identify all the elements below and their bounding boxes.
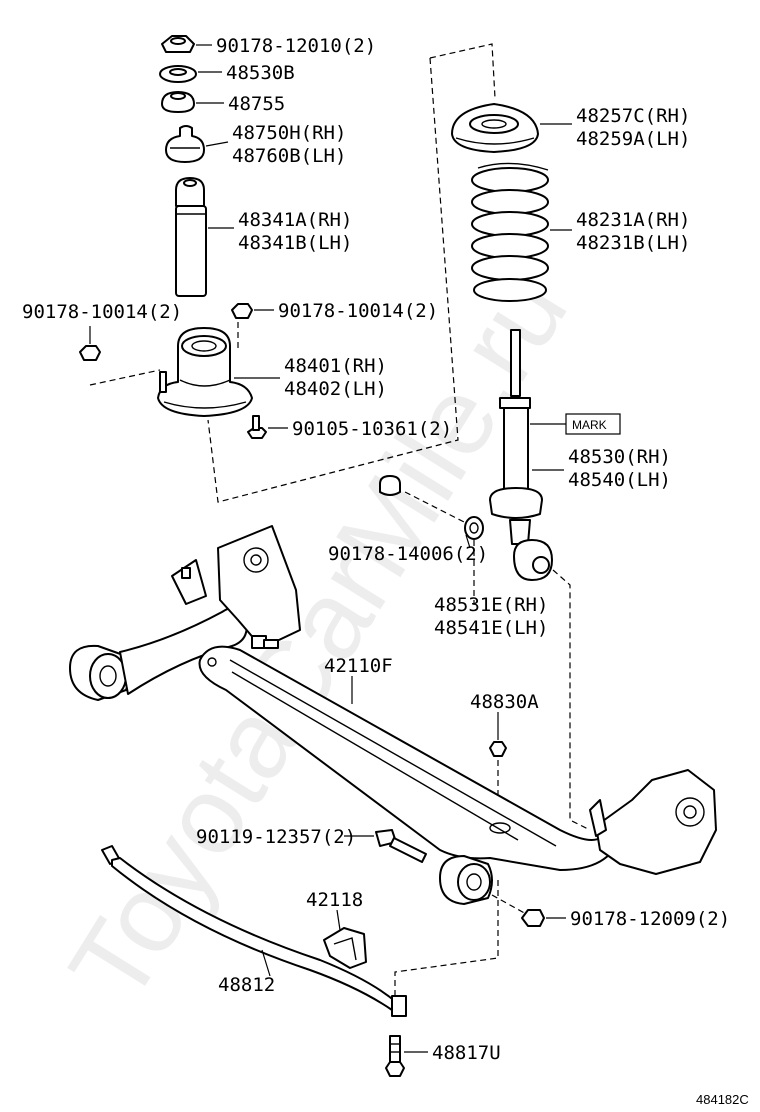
cushion-48755[interactable]	[161, 91, 195, 113]
spring-insulator-48257c[interactable]	[451, 103, 539, 153]
label-90119-12357: 90119-12357(2)	[196, 826, 356, 848]
coil-spring-48231[interactable]	[471, 162, 549, 302]
label-90178-12009: 90178-12009(2)	[570, 908, 730, 930]
bump-stopper-48341[interactable]	[175, 177, 207, 297]
label-48530b: 48530B	[226, 62, 295, 84]
label-48531e: 48531E(RH)	[434, 594, 548, 616]
label-48541e: 48541E(LH)	[434, 617, 548, 639]
nut-90178-14006[interactable]	[379, 475, 401, 496]
bracket-42118[interactable]	[323, 927, 367, 969]
label-48259a: 48259A(LH)	[576, 128, 690, 150]
label-48401: 48401(RH)	[284, 355, 387, 377]
cushion-48750h[interactable]	[165, 125, 205, 163]
nut-48830a[interactable]	[489, 741, 507, 757]
bushing-48531e[interactable]	[464, 516, 484, 540]
label-48257c: 48257C(RH)	[576, 105, 690, 127]
suspension-support-48401[interactable]	[157, 327, 253, 417]
label-48231a: 48231A(RH)	[576, 209, 690, 231]
mark-indicator: MARK	[565, 413, 621, 435]
nut-90178-10014-left[interactable]	[79, 345, 101, 361]
label-48760b: 48760B(LH)	[232, 145, 346, 167]
bolt-90119-12357[interactable]	[375, 829, 427, 863]
bolt-48817u[interactable]	[385, 1035, 405, 1077]
label-48540: 48540(LH)	[568, 469, 671, 491]
label-90105-10361: 90105-10361(2)	[292, 418, 452, 440]
bolt-90105-10361[interactable]	[247, 415, 267, 439]
label-48231b: 48231B(LH)	[576, 232, 690, 254]
label-48755: 48755	[228, 93, 285, 115]
label-48530: 48530(RH)	[568, 446, 671, 468]
nut-90178-12009[interactable]	[521, 909, 545, 927]
label-48750h: 48750H(RH)	[232, 122, 346, 144]
figure-id: 484182C	[696, 1092, 749, 1107]
nut-90178-12010[interactable]	[161, 35, 195, 53]
label-48817u: 48817U	[432, 1042, 501, 1064]
label-48830a: 48830A	[470, 691, 539, 713]
label-48341b: 48341B(LH)	[238, 232, 352, 254]
shock-absorber-48530[interactable]	[489, 329, 553, 581]
label-90178-12010: 90178-12010(2)	[216, 35, 376, 57]
label-48812: 48812	[218, 974, 275, 996]
label-42118: 42118	[306, 889, 363, 911]
label-90178-14006: 90178-14006(2)	[328, 543, 488, 565]
label-90178-10014-right: 90178-10014(2)	[278, 300, 438, 322]
stabilizer-bar-48812[interactable]	[101, 845, 407, 1017]
washer-48530b[interactable]	[159, 65, 197, 83]
label-42110f: 42110F	[324, 655, 393, 677]
label-48402: 48402(LH)	[284, 378, 387, 400]
nut-90178-10014-right[interactable]	[231, 303, 253, 319]
axle-beam-42110f[interactable]	[69, 525, 717, 905]
mark-label: MARK	[572, 418, 607, 432]
label-90178-10014-left: 90178-10014(2)	[22, 301, 182, 323]
label-48341a: 48341A(RH)	[238, 209, 352, 231]
